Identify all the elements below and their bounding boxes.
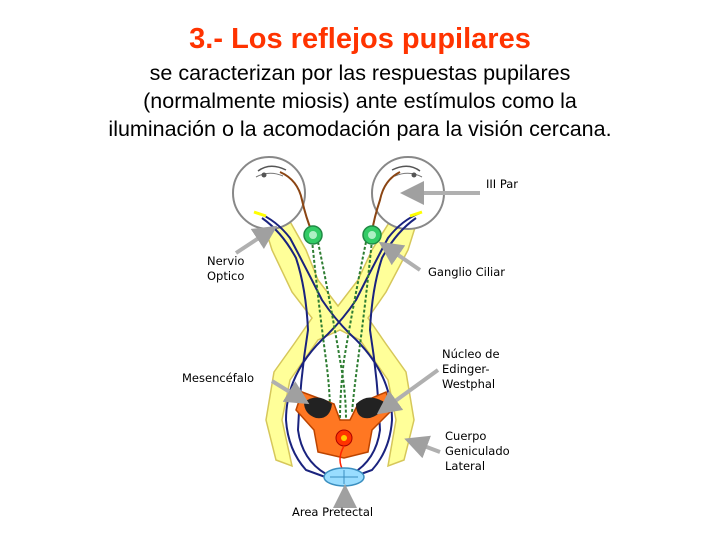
left-ciliary-ganglion xyxy=(303,225,323,245)
label-optico: Optico xyxy=(207,269,244,283)
label-cuerpo: Cuerpo xyxy=(445,429,486,443)
pointer-arrows xyxy=(234,181,480,508)
slide-subtitle: se caracterizan por las respuestas pupil… xyxy=(0,59,720,143)
label-edinger: Edinger- xyxy=(442,362,490,376)
subtitle-line-1: se caracterizan por las respuestas pupil… xyxy=(149,61,571,85)
oculomotor-nerves xyxy=(279,171,401,233)
label-iii-par: III Par xyxy=(486,177,518,191)
green-fibres xyxy=(311,239,373,421)
slide-title: 3.- Los reflejos pupilares xyxy=(189,23,531,55)
label-geniculado: Geniculado xyxy=(445,444,510,458)
label-mesencefalo: Mesencéfalo xyxy=(182,371,254,385)
subtitle-line-2: (normalmente miosis) ante estímulos como… xyxy=(143,89,577,113)
label-westphal: Westphal xyxy=(442,377,495,391)
label-area-pretectal: Area Pretectal xyxy=(292,505,373,519)
label-nucleo-de: Núcleo de xyxy=(442,347,500,361)
label-ganglio-ciliar: Ganglio Ciliar xyxy=(428,265,505,279)
label-lateral: Lateral xyxy=(445,459,485,473)
right-ciliary-ganglion xyxy=(362,225,382,245)
pretectal-area xyxy=(323,467,365,487)
label-nervio: Nervio xyxy=(207,254,244,268)
diagram-labels: III Par Nervio Optico Ganglio Ciliar Núc… xyxy=(182,177,518,519)
subtitle-line-3: iluminación o la acomodación para la vis… xyxy=(108,117,612,141)
